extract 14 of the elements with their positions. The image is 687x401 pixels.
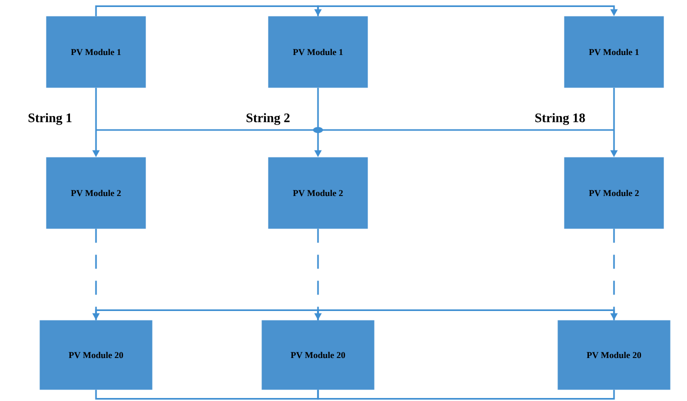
module-box: PV Module 2 <box>564 157 664 229</box>
module-box: PV Module 20 <box>558 320 670 390</box>
module-box: PV Module 20 <box>262 320 374 390</box>
module-box: PV Module 2 <box>46 157 146 229</box>
module-box: PV Module 1 <box>46 16 146 88</box>
string-label: String 1 <box>28 113 72 125</box>
module-box: PV Module 1 <box>564 16 664 88</box>
module-box: PV Module 2 <box>268 157 368 229</box>
string-label: String 18 <box>535 113 585 125</box>
string-label: String 2 <box>246 113 290 125</box>
module-box: PV Module 20 <box>40 320 152 390</box>
module-box: PV Module 1 <box>268 16 368 88</box>
connector-arrow <box>317 5 618 16</box>
connector-arrow <box>95 5 322 16</box>
